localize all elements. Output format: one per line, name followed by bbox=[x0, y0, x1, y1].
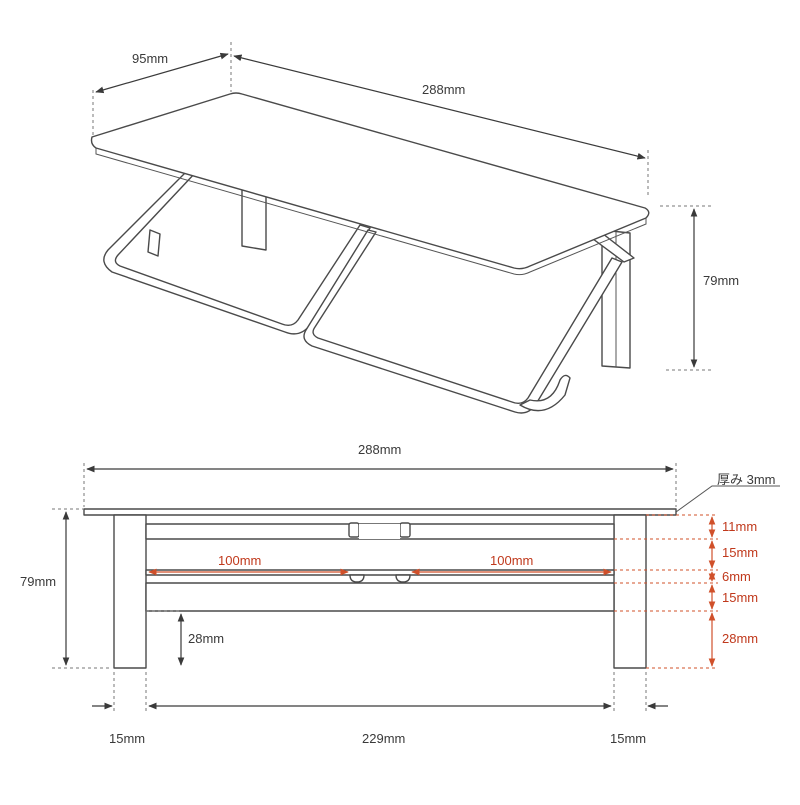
right-label-5: 28mm bbox=[722, 631, 758, 646]
height-label-top: 79mm bbox=[703, 273, 739, 288]
left-clip bbox=[348, 522, 360, 538]
rod bbox=[145, 569, 615, 576]
right-label-4: 15mm bbox=[722, 590, 758, 605]
right-hanger bbox=[303, 229, 623, 414]
inner-gap-label: 28mm bbox=[188, 631, 224, 646]
front-right-leg bbox=[613, 514, 647, 669]
perspective-view: 95mm 288mm 79mm bbox=[90, 42, 739, 414]
width-label-front: 288mm bbox=[358, 442, 401, 457]
front-view: 288mm 厚み 3mm 79mm 28mm 100mm 100mm 11mm … bbox=[20, 442, 780, 746]
left-hanger bbox=[103, 169, 371, 335]
thickness-label: 厚み 3mm bbox=[717, 472, 776, 487]
left-bar-label: 100mm bbox=[218, 553, 261, 568]
width-label-top: 288mm bbox=[422, 82, 465, 97]
right-bar-label: 100mm bbox=[490, 553, 533, 568]
left-paper-bar bbox=[147, 229, 161, 257]
lower-bar bbox=[145, 582, 615, 612]
right-clip bbox=[399, 522, 411, 538]
right-label-1: 11mm bbox=[722, 519, 757, 534]
height-label-front: 79mm bbox=[20, 574, 56, 589]
front-left-leg bbox=[113, 514, 147, 669]
right-label-2: 15mm bbox=[722, 545, 758, 560]
right-label-3: 6mm bbox=[722, 569, 751, 584]
right-paper-roll-curve bbox=[519, 374, 571, 412]
front-shelf-plate bbox=[83, 508, 677, 516]
bottom-right-label: 15mm bbox=[610, 731, 646, 746]
depth-label: 95mm bbox=[132, 51, 168, 66]
bottom-left-label: 15mm bbox=[109, 731, 145, 746]
bottom-center-label: 229mm bbox=[362, 731, 405, 746]
